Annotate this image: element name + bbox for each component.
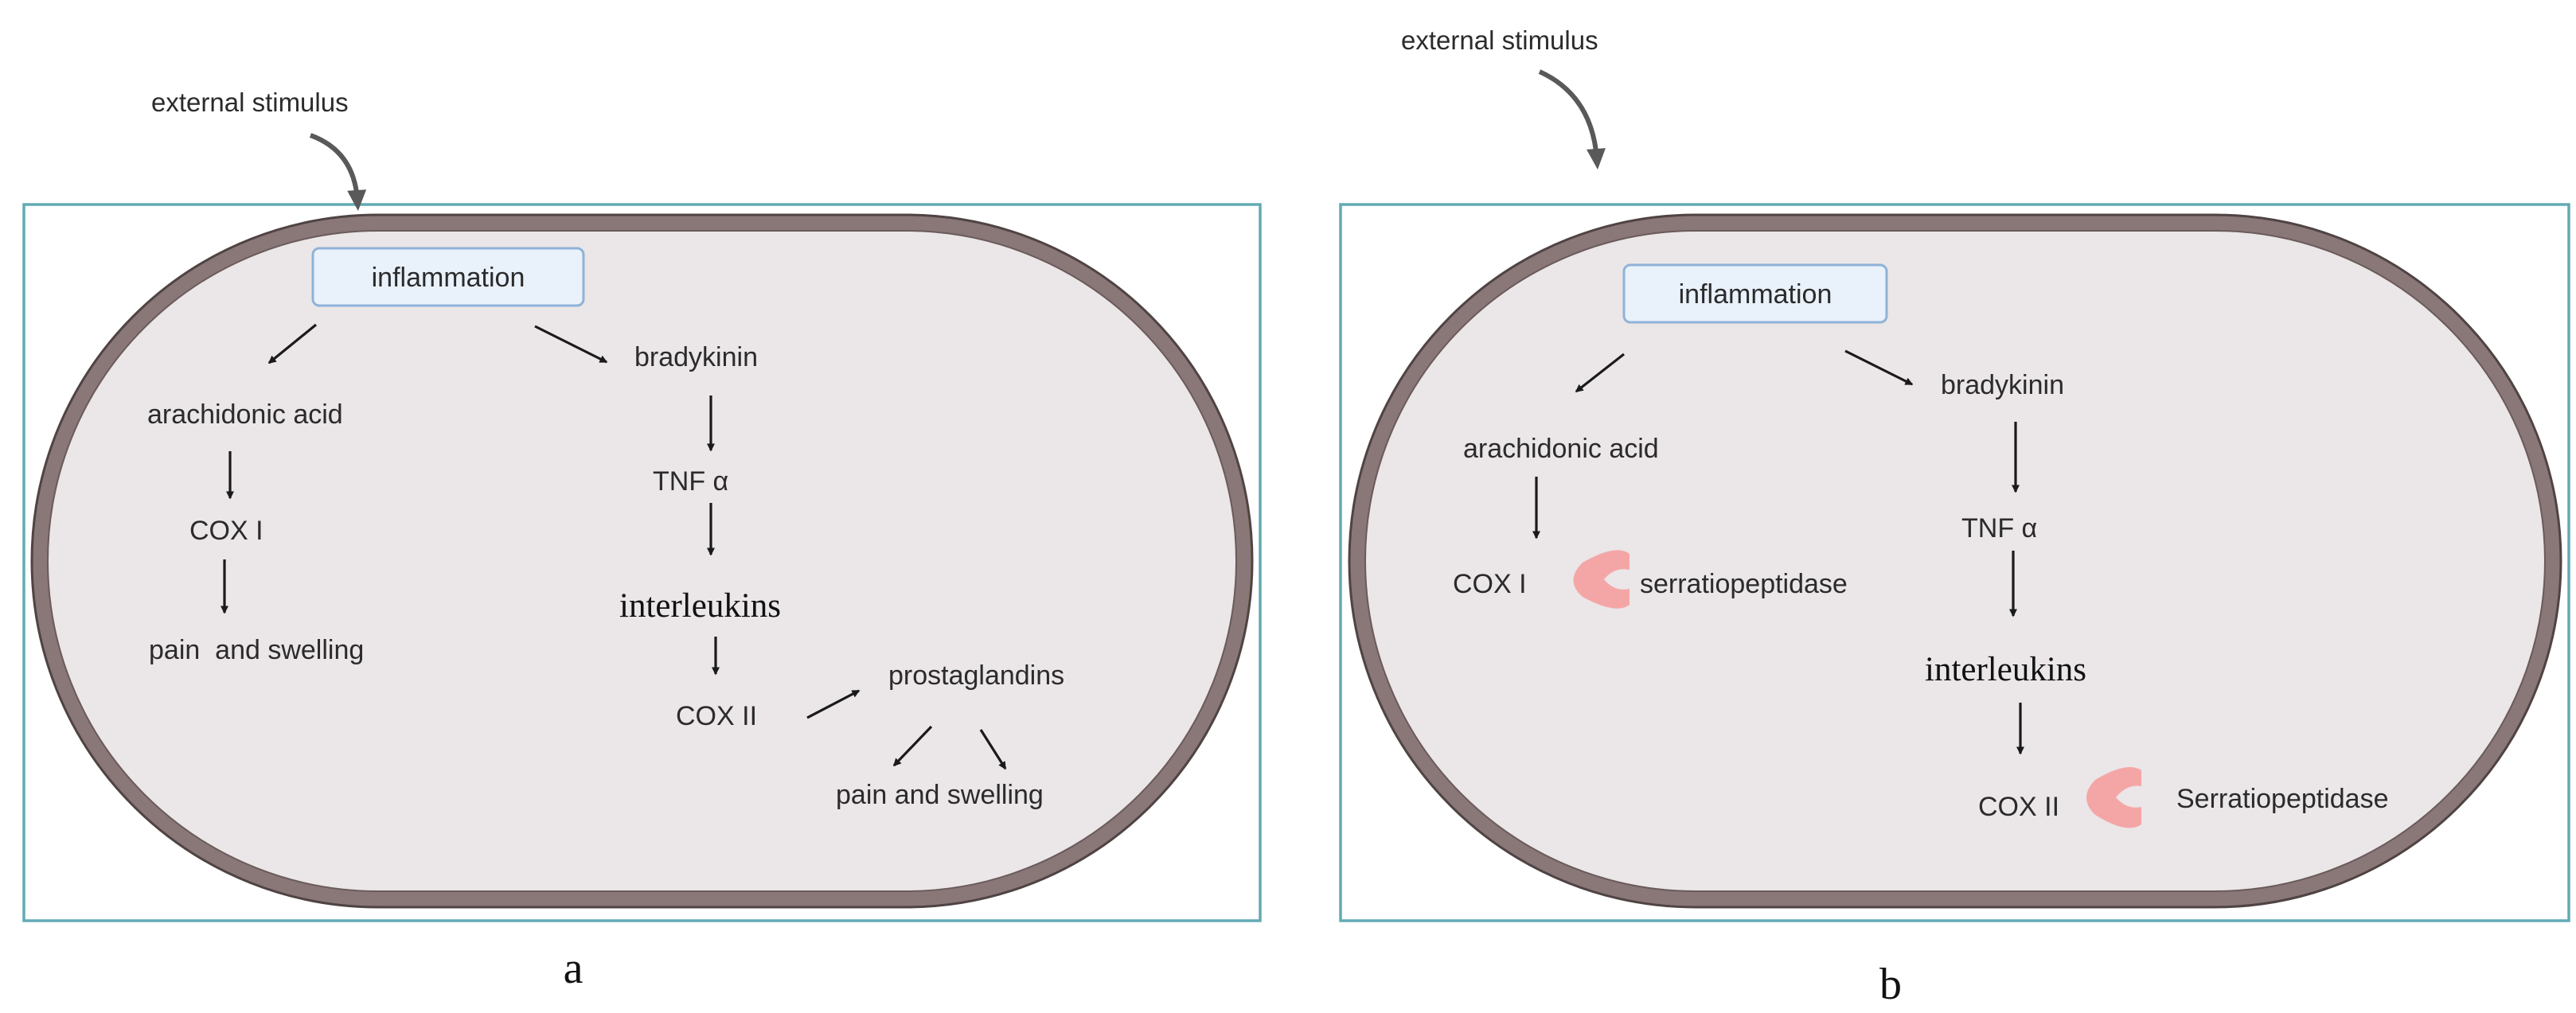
stimulus-arrow-a [309, 133, 367, 211]
arrow-cox2-to-prostaglandins-a [806, 689, 861, 719]
panel-letter-b: b [1879, 960, 1902, 1009]
enzyme-icon [1573, 550, 1630, 609]
inflammation-box-b [1622, 263, 1888, 324]
bradykinin-label-a: bradykinin [634, 342, 758, 372]
bradykinin-label-b: bradykinin [1941, 370, 2064, 400]
enzyme-icon [2086, 767, 2141, 828]
arrow-prostaglandins-to-pain-right-a [979, 729, 1007, 770]
prostaglandins-label-a: prostaglandins [888, 660, 1064, 691]
interleukins-label-b: interleukins [1925, 651, 2086, 688]
panel-a: external stimulus inflammation arachidon… [22, 88, 1262, 993]
cox1-label-a: COX I [189, 516, 263, 546]
serratiopeptidase-label-b1: serratiopeptidase [1640, 569, 1848, 599]
panel-b: external stimulus inflammation arachidon… [1339, 25, 2570, 1009]
arrow-inflammation-to-arachidonic-a [267, 323, 318, 364]
arrow-inflammation-to-bradykinin-b [1844, 349, 1914, 386]
inflammation-label-b: inflammation [1679, 279, 1832, 310]
stimulus-arrow-b [1538, 69, 1606, 169]
arachidonic-acid-label-a: arachidonic acid [147, 399, 343, 430]
inflammation-box-a [311, 247, 585, 307]
arrow-inflammation-to-arachidonic-b [1575, 353, 1625, 393]
cell-b-cytoplasm [1364, 230, 2546, 892]
cox2-label-a: COX II [676, 701, 757, 731]
panel-letter-a: a [564, 944, 584, 993]
inflammation-label-a: inflammation [372, 263, 525, 293]
pain-swelling-label-a2: pain and swelling [836, 780, 1044, 810]
tnf-alpha-label-b: TNF α [1961, 513, 2037, 544]
arrow-prostaglandins-to-pain-left-a [892, 725, 933, 767]
panel-b-frame [1339, 203, 2570, 922]
stimulus-label-b: external stimulus [1401, 25, 1598, 55]
cox1-label-b: COX I [1453, 569, 1527, 599]
cell-a-cytoplasm [47, 230, 1237, 892]
serratiopeptidase-label-b2: Serratiopeptidase [2176, 784, 2389, 814]
arrow-inflammation-to-bradykinin-a [534, 325, 608, 364]
tnf-alpha-label-a: TNF α [653, 466, 728, 497]
stimulus-label-a: external stimulus [151, 88, 349, 117]
pain-swelling-label-a1: pain and swelling [149, 635, 364, 665]
cox2-label-b: COX II [1978, 792, 2059, 822]
arachidonic-acid-label-b: arachidonic acid [1463, 434, 1659, 464]
panel-a-frame [22, 203, 1262, 922]
interleukins-label-a: interleukins [619, 587, 781, 625]
